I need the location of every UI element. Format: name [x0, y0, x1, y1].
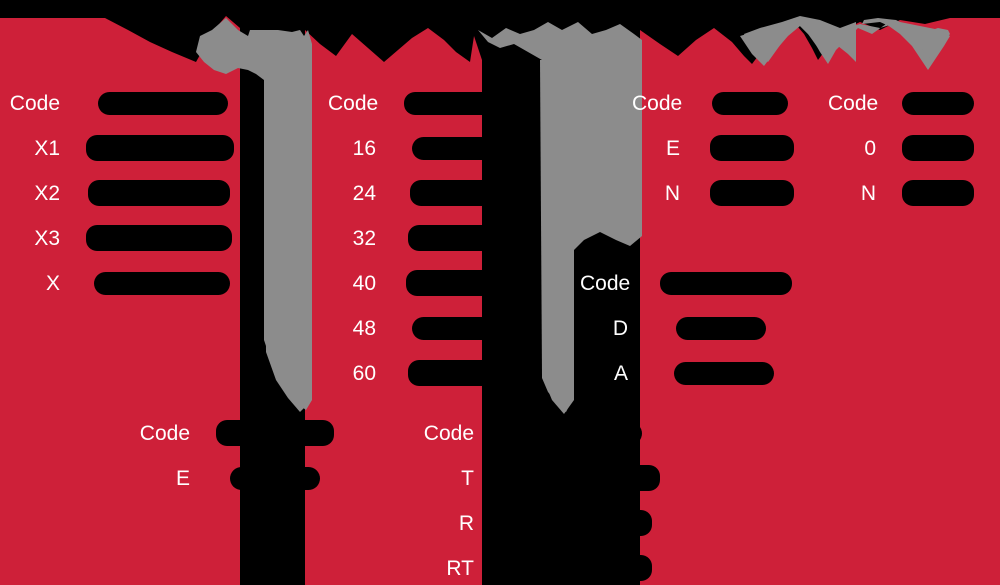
table-row: 16	[328, 133, 522, 163]
row-label: Code	[328, 91, 379, 115]
row-label: E	[175, 466, 190, 490]
redaction-bar	[408, 225, 524, 251]
table-row: 32	[328, 223, 524, 253]
table-row: Code	[632, 88, 788, 118]
redaction-bar	[88, 180, 230, 206]
table-row: RT	[418, 553, 652, 583]
table-row: N	[828, 178, 974, 208]
redaction-bar	[216, 420, 334, 446]
row-label: 32	[352, 226, 376, 250]
table-row: Code	[328, 88, 526, 118]
row-label: A	[613, 361, 628, 385]
row-label: 40	[352, 271, 376, 295]
row-label: N	[664, 181, 680, 205]
redaction-bar	[410, 180, 524, 206]
row-label: Code	[632, 91, 683, 115]
row-label: N	[860, 181, 876, 205]
redaction-bar	[710, 135, 794, 161]
table-row: Code	[828, 88, 974, 118]
redaction-bar	[902, 180, 974, 206]
table-row: 48	[328, 313, 520, 343]
redaction-bar	[660, 271, 792, 295]
redaction-bar	[902, 135, 974, 161]
table-row: N	[632, 178, 794, 208]
row-label: 48	[352, 316, 376, 340]
redaction-bar	[506, 510, 652, 536]
row-label: D	[612, 316, 628, 340]
row-label: 60	[352, 361, 376, 385]
redaction-bar	[902, 91, 974, 115]
table-row: X3	[0, 223, 232, 253]
row-label: X3	[34, 226, 60, 250]
row-label: 0	[864, 136, 876, 160]
redaction-bar	[674, 361, 774, 385]
redaction-bar	[712, 91, 788, 115]
redaction-bar	[506, 421, 642, 445]
row-label: RT	[446, 556, 474, 580]
table-row: 0	[828, 133, 974, 163]
table-row: X2	[0, 178, 230, 208]
row-label: Code	[580, 271, 631, 295]
table-row: Code	[580, 268, 792, 298]
table-row: Code	[0, 88, 228, 118]
redaction-bar	[230, 466, 320, 490]
row-label: Code	[423, 421, 474, 445]
table-row: E	[632, 133, 794, 163]
row-label: 16	[352, 136, 376, 160]
row-label: Code	[9, 91, 60, 115]
table-row: A	[580, 358, 774, 388]
row-label: Code	[139, 421, 190, 445]
row-label: 24	[352, 181, 376, 205]
redaction-bar	[406, 270, 524, 296]
table-row: 40	[328, 268, 524, 298]
table-row: T	[418, 463, 660, 493]
redaction-bar	[676, 316, 766, 340]
table-row: D	[580, 313, 766, 343]
redaction-bar	[498, 465, 660, 491]
redaction-bar	[408, 360, 524, 386]
row-label: Code	[828, 91, 879, 115]
table-row: Code	[418, 418, 642, 448]
row-label: E	[665, 136, 680, 160]
redaction-bar	[404, 91, 526, 115]
redaction-bar	[94, 271, 230, 295]
redaction-bar	[412, 136, 522, 160]
redaction-bar	[86, 135, 234, 161]
table-row: 24	[328, 178, 524, 208]
table-row: R	[418, 508, 652, 538]
table-row: 60	[328, 358, 524, 388]
row-label: X1	[34, 136, 60, 160]
redaction-bar	[98, 91, 228, 115]
redaction-bar	[412, 316, 520, 340]
table-row: X	[0, 268, 230, 298]
redaction-bar	[86, 225, 232, 251]
row-label: R	[458, 511, 474, 535]
row-label: T	[461, 466, 474, 490]
table-row: E	[134, 463, 320, 493]
table-row: X1	[0, 133, 234, 163]
table-row: Code	[134, 418, 334, 448]
redaction-bar	[506, 555, 652, 581]
row-label: X	[45, 271, 60, 295]
redaction-bar	[710, 180, 794, 206]
row-label: X2	[34, 181, 60, 205]
